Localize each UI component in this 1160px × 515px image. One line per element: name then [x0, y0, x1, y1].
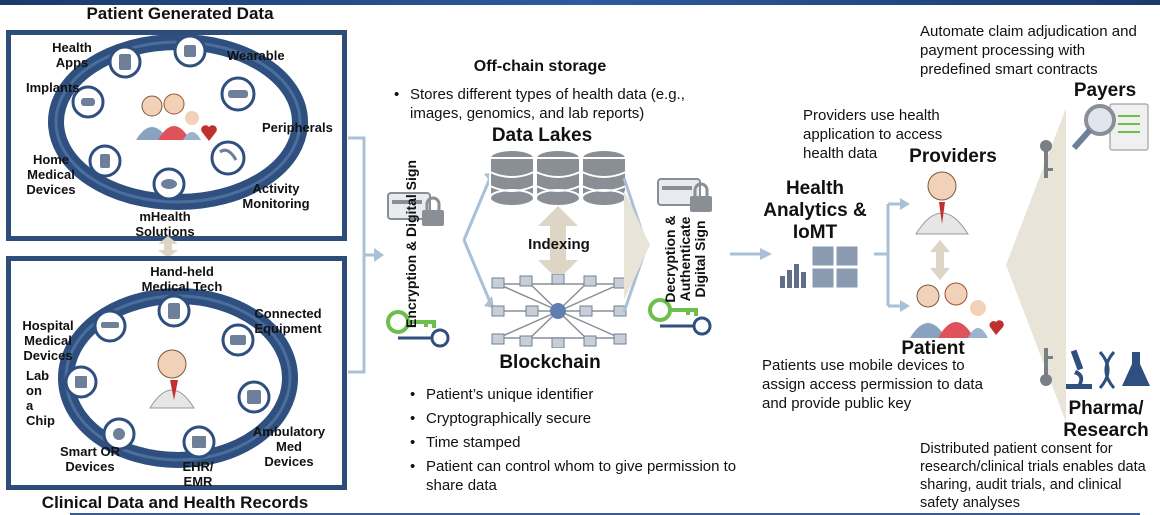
indexing-double-arrow: [538, 206, 578, 280]
family-icon: [136, 93, 217, 141]
patient-family-icon: [910, 282, 1004, 338]
label-implants: Implants: [26, 80, 80, 95]
label-health-apps: Health Apps: [52, 40, 92, 70]
blockchain-bullet: Patient’s unique identifier: [408, 385, 758, 404]
bottom-rule: [70, 513, 1140, 515]
beige-wedge: [624, 190, 650, 300]
blockchain-bullet: Patient can control whom to give permiss…: [408, 457, 758, 495]
blockchain-bullet: Cryptographically secure: [408, 409, 758, 428]
card-icon: [657, 178, 701, 206]
data-lakes-title: Data Lakes: [491, 125, 593, 146]
label-lab-chip: Lab on a Chip: [26, 368, 55, 428]
offchain-bullets: Stores different types of health data (e…: [392, 85, 712, 128]
panel-bracket-arrow: [348, 136, 384, 374]
blockchain-network-icon: [491, 274, 627, 348]
blockchain-bullet: Time stamped: [408, 433, 758, 452]
label-smart-or: Smart OR Devices: [60, 444, 120, 474]
activity-monitor-icon: [210, 140, 246, 176]
payers-desc: Automate claim adjudication and payment …: [920, 23, 1137, 78]
blockchain-bullets: Patient’s unique identifier Cryptographi…: [408, 385, 758, 500]
clinical-title: Clinical Data and Health Records: [41, 493, 309, 512]
label-hospital: Hospital Medical Devices: [22, 318, 74, 363]
patient-ring-diagram: [48, 34, 308, 210]
label-peripherals: Peripherals: [262, 120, 333, 135]
provider-patient-arrow: [930, 240, 950, 280]
providers-label: Providers: [909, 146, 997, 167]
patient-desc: Patients use mobile devices to assign ac…: [762, 357, 983, 412]
indexing-label: Indexing: [528, 236, 590, 253]
label-activity: Activity Monitoring: [242, 181, 310, 211]
providers-desc: Providers use health application to acce…: [803, 107, 943, 162]
label-home-medical: Home Medical Devices: [26, 152, 76, 197]
card-icon: [387, 192, 431, 220]
label-mhealth: mHealth Solutions: [135, 209, 195, 239]
top-banner-bar: [0, 0, 1160, 5]
panel-link-arrow: [158, 236, 178, 258]
flask-icon: [1122, 352, 1150, 386]
pharma-label: Pharma/ Research: [1063, 398, 1149, 441]
offchain-bullet: Stores different types of health data (e…: [392, 85, 712, 123]
payers-magnifier-icon: [1071, 103, 1149, 151]
beige-funnel: [1006, 108, 1066, 422]
label-ambulatory: Ambulatory Med Devices: [252, 424, 326, 469]
encryption-label: Encryption & Digital Sign: [403, 159, 419, 328]
microscope-icon: [1066, 349, 1092, 389]
pharma-key-icon: [1040, 348, 1053, 386]
lock-icon: [422, 210, 444, 226]
database-icons: [489, 149, 627, 207]
provider-doctor-icon: [915, 171, 969, 235]
payers-key-icon: [1040, 140, 1053, 178]
analytics-icon: [780, 245, 859, 289]
database-icon: [581, 149, 627, 207]
offchain-title: Off-chain storage: [473, 58, 607, 75]
database-icon: [535, 149, 581, 207]
analytics-bracket: [874, 198, 910, 312]
decryption-label: Decryption & Authenticate Digital Sign: [662, 215, 708, 303]
patient-label: Patient: [901, 338, 965, 359]
patient-generated-title: Patient Generated Data: [86, 4, 274, 23]
payers-label: Payers: [1073, 80, 1137, 101]
blockchain-title: Blockchain: [499, 352, 601, 373]
label-wearable: Wearable: [227, 48, 285, 63]
database-icon: [489, 149, 535, 207]
label-handheld: Hand-held Medical Tech: [141, 264, 223, 294]
dna-icon: [1098, 351, 1116, 389]
pharma-desc: Distributed patient consent for research…: [920, 441, 1146, 511]
pharma-icons: [1066, 349, 1150, 389]
lock-icon: [690, 196, 712, 212]
encryption-icons: [386, 192, 450, 348]
blue-key-icon: [430, 328, 450, 348]
analytics-title: Health Analytics & IoMT: [763, 178, 867, 243]
center-lock-icon: [550, 303, 566, 319]
label-ehr: EHR/ EMR: [182, 459, 214, 489]
decryption-icons: [648, 178, 712, 336]
doctor-icon: [149, 349, 195, 409]
label-connected: Connected Equipment: [254, 306, 322, 336]
arrow-to-analytics: [730, 248, 772, 260]
clinical-ring-diagram: [58, 288, 298, 468]
